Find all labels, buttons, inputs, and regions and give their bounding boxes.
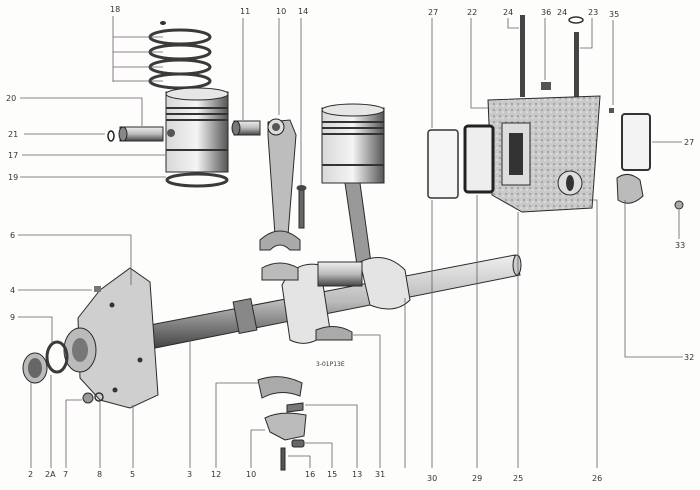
piston-right (321, 103, 385, 273)
plug (94, 286, 101, 292)
crankshaft (149, 254, 522, 349)
callout-26: 26 (592, 474, 602, 483)
callout-35: 35 (609, 10, 619, 19)
cap-nut (674, 200, 684, 210)
leader-lines (18, 16, 683, 468)
callout-36: 36 (541, 8, 551, 17)
nut (82, 392, 94, 404)
piston-left (165, 87, 229, 188)
circlip (107, 130, 115, 142)
callout-10: 10 (276, 7, 286, 16)
callout-labels: 18 11 10 14 27 22 24 36 24 23 35 20 21 1… (6, 5, 694, 483)
piston-rings (148, 21, 212, 90)
cover-plate (463, 124, 495, 194)
callout-12: 12 (211, 470, 221, 479)
callout-19: 19 (8, 173, 18, 182)
callout-20: 20 (6, 94, 16, 103)
callout-16: 16 (305, 470, 315, 479)
callout-25: 25 (513, 474, 523, 483)
callout-10-bottom: 10 (246, 470, 256, 479)
callout-33: 33 (675, 241, 685, 250)
callout-2: 2 (28, 470, 33, 479)
gasket-left (427, 129, 459, 199)
callout-7: 7 (63, 470, 68, 479)
callout-27: 27 (428, 8, 438, 17)
cap-bolt (280, 447, 286, 471)
rod-cap (264, 412, 307, 441)
callout-22: 22 (467, 8, 477, 17)
callout-3: 3 (187, 470, 192, 479)
callout-6: 6 (10, 231, 15, 240)
lock-nut (291, 439, 305, 448)
callout-9: 9 (10, 313, 15, 322)
callout-8: 8 (97, 470, 102, 479)
callout-27-right: 27 (684, 138, 694, 147)
gasket-right (621, 113, 651, 171)
front-housing (63, 267, 159, 409)
washer (94, 392, 104, 402)
bearing-shell (257, 376, 303, 399)
callout-4: 4 (10, 286, 15, 295)
rod-bolt (298, 187, 305, 229)
callout-2a: 2A (45, 470, 56, 479)
o-ring (45, 340, 69, 374)
flange (616, 174, 644, 204)
connecting-rod (259, 118, 301, 251)
callout-13: 13 (352, 470, 362, 479)
cylinder-block (487, 15, 614, 213)
callout-14: 14 (298, 7, 308, 16)
callout-15: 15 (327, 470, 337, 479)
callout-23: 23 (588, 8, 598, 17)
callout-30: 30 (427, 474, 437, 483)
callout-5: 5 (130, 470, 135, 479)
callout-31: 31 (375, 470, 385, 479)
callout-29: 29 (472, 474, 482, 483)
callout-17: 17 (8, 151, 18, 160)
caption-code: 3-01P13E (316, 361, 345, 368)
callout-24: 24 (503, 8, 513, 17)
callout-11: 11 (240, 7, 250, 16)
callout-21: 21 (8, 130, 18, 139)
callout-24b: 24 (557, 8, 567, 17)
callout-18: 18 (110, 5, 120, 14)
callout-32: 32 (684, 353, 694, 362)
